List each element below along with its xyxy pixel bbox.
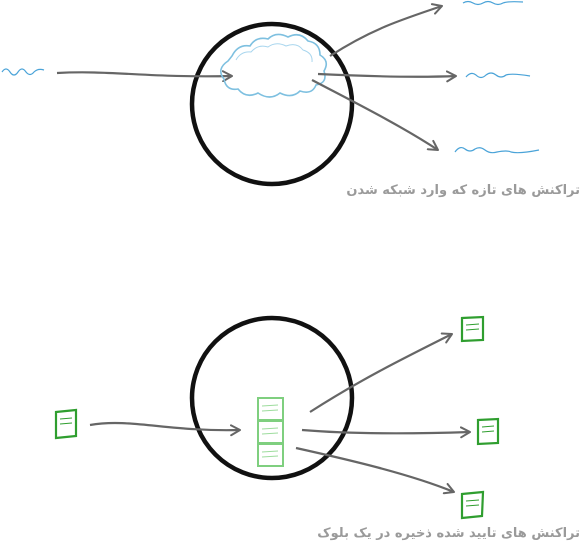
outgoing-document-icon-3 (460, 490, 485, 520)
outgoing-arrow-lower (311, 79, 439, 151)
outgoing-block-arrow-middle (301, 426, 471, 439)
outgoing-document-icon-1 (460, 315, 485, 343)
incoming-transaction-wave (1, 68, 45, 76)
outgoing-block-arrow-upper (309, 332, 453, 413)
mempool-cloud-icon (220, 33, 328, 98)
incoming-arrow-block (89, 421, 241, 437)
outgoing-document-icon-2 (476, 417, 500, 446)
outgoing-arrow-middle (317, 70, 457, 83)
cloud-inner-line (235, 43, 313, 63)
incoming-document-icon (54, 408, 78, 440)
mempool-caption: تراکنش های تازه که وارد شبکه شدن (346, 183, 580, 198)
outgoing-transaction-wave-1 (462, 0, 524, 6)
outgoing-transaction-wave-2 (465, 72, 531, 79)
mempool-panel (1, 0, 540, 187)
incoming-arrow (56, 70, 233, 83)
stacked-documents-icon (257, 397, 284, 467)
block-caption: تراکنش های تایید شده ذخیره در یک بلوک (317, 526, 580, 541)
block-circle (189, 315, 355, 481)
network-circle (189, 21, 355, 187)
outgoing-arrow-upper (329, 3, 443, 57)
outgoing-block-arrow-lower (295, 446, 455, 495)
block-panel (54, 315, 500, 520)
outgoing-transaction-wave-3 (454, 146, 540, 154)
